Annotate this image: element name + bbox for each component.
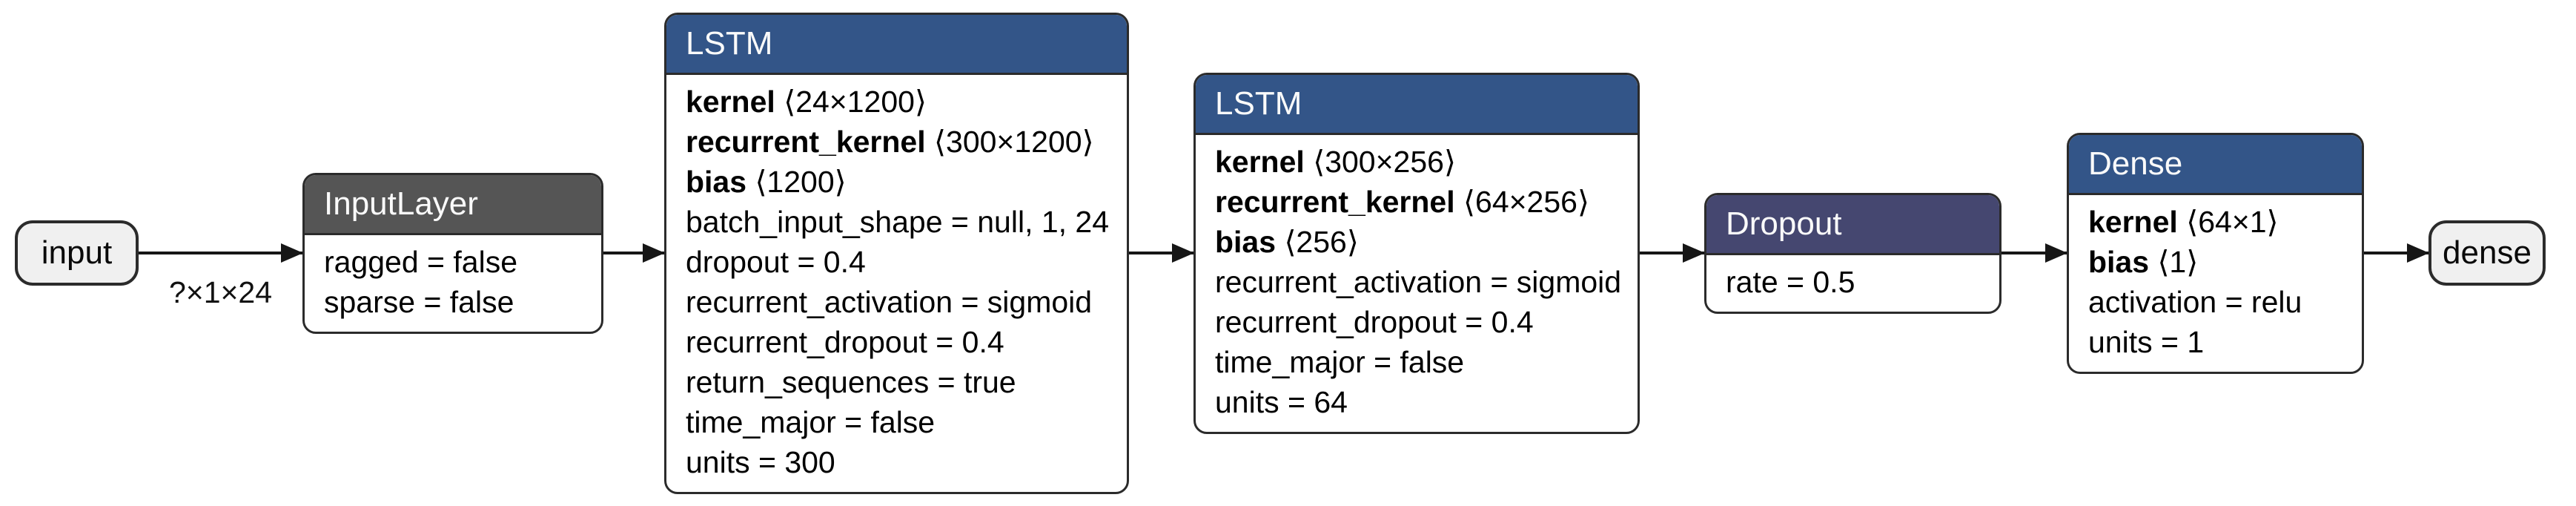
edge-shape-label: ?×1×24 [168,275,273,309]
node-body: kernel ⟨300×256⟩ recurrent_kernel ⟨64×256… [1196,135,1638,432]
edge-dense-to-output [2364,252,2428,254]
attribute-row: return_sequences = true [686,364,1016,399]
attribute-row: activation = relu [2088,284,2302,319]
attribute-row: recurrent_dropout = 0.4 [1215,304,1534,339]
attribute-row: dropout = 0.4 [686,244,866,279]
attribute-row: units = 300 [686,444,835,479]
edge-lstm1-to-lstm2 [1129,252,1193,254]
input-tensor-node[interactable]: input [15,220,139,286]
node-title: LSTM [686,24,773,62]
weight-row: kernel ⟨64×1⟩ [2088,204,2279,239]
output-tensor-label: dense [2443,234,2532,271]
layer-node-dense[interactable]: Dense kernel ⟨64×1⟩ bias ⟨1⟩ activation = … [2067,132,2364,374]
edge-lstm2-to-dropout [1640,252,1704,254]
layer-node-inputlayer[interactable]: InputLayer ragged = false sparse = false [302,172,603,334]
attribute-row: sparse = false [324,284,514,319]
edge-dropout-to-dense [2001,252,2067,254]
weight-row: kernel ⟨300×256⟩ [1215,144,1456,179]
weight-row: bias ⟨1⟩ [2088,244,2199,279]
attribute-row: ragged = false [324,244,517,279]
layer-node-lstm-1[interactable]: LSTM kernel ⟨24×1200⟩ recurrent_kernel ⟨3… [664,12,1129,494]
input-tensor-label: input [41,234,113,271]
node-title: InputLayer [324,185,478,222]
node-body: ragged = false sparse = false [305,235,601,332]
weight-row: bias ⟨256⟩ [1215,224,1359,259]
layer-node-dropout[interactable]: Dropout rate = 0.5 [1704,192,2001,314]
weight-row: kernel ⟨24×1200⟩ [686,84,927,119]
attribute-row: recurrent_activation = sigmoid [1215,264,1622,299]
node-body: kernel ⟨64×1⟩ bias ⟨1⟩ activation = relu un… [2069,195,2362,372]
weight-row: recurrent_kernel ⟨64×256⟩ [1215,184,1589,219]
attribute-row: batch_input_shape = null, 1, 24 [686,204,1110,239]
edge-inputlayer-to-lstm1 [603,252,664,254]
edge-input-to-inputlayer: ?×1×24 [139,252,302,309]
node-header: LSTM [666,14,1127,75]
attribute-row: units = 1 [2088,324,2205,359]
node-header: InputLayer [305,174,601,235]
attribute-row: recurrent_dropout = 0.4 [686,324,1004,359]
attribute-row: time_major = false [686,404,936,439]
attribute-row: rate = 0.5 [1726,264,1855,299]
node-title: LSTM [1215,85,1302,122]
node-header: Dropout [1706,194,1999,255]
node-title: Dense [2088,145,2183,182]
node-body: kernel ⟨24×1200⟩ recurrent_kernel ⟨300×12… [666,75,1127,492]
node-title: Dropout [1726,205,1842,242]
attribute-row: units = 64 [1215,384,1348,419]
node-header: LSTM [1196,74,1638,135]
node-header: Dense [2069,134,2362,195]
weight-row: recurrent_kernel ⟨300×1200⟩ [686,124,1094,159]
attribute-row: recurrent_activation = sigmoid [686,284,1093,319]
output-tensor-node[interactable]: dense [2428,220,2546,286]
weight-row: bias ⟨1200⟩ [686,164,847,199]
node-body: rate = 0.5 [1706,255,1999,312]
layer-node-lstm-2[interactable]: LSTM kernel ⟨300×256⟩ recurrent_kernel ⟨6… [1193,72,1640,434]
attribute-row: time_major = false [1215,344,1465,379]
